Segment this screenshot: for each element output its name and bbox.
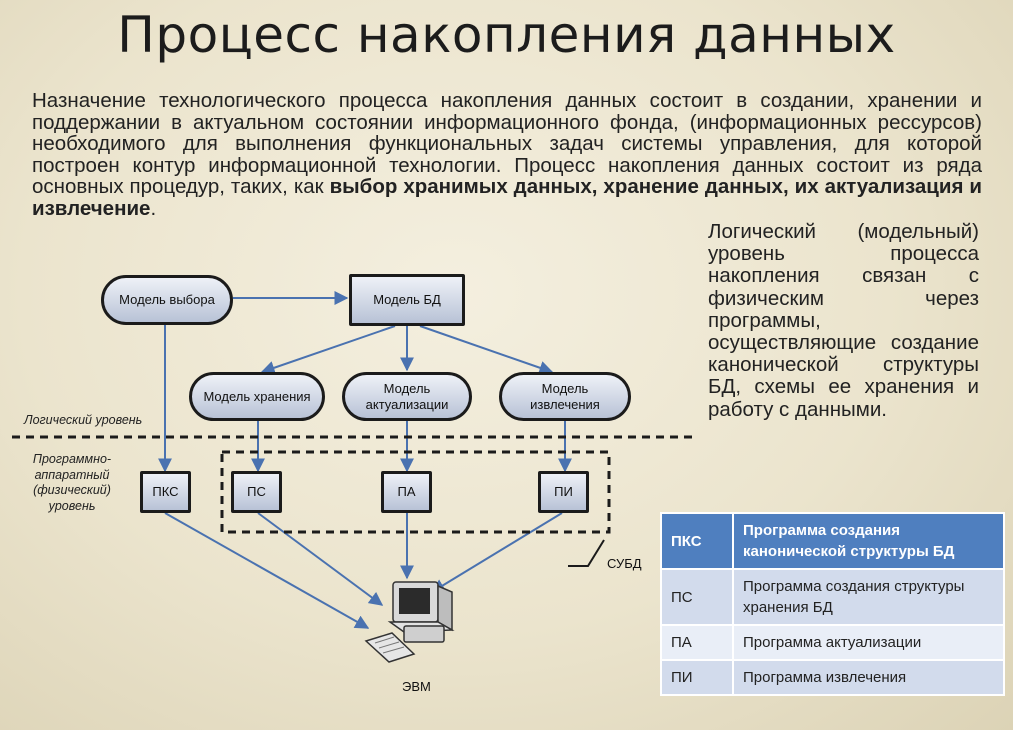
dbms-pointer [568,539,605,567]
legend-abbr: ПА [660,624,734,661]
legend-desc: Программа актуализации [732,624,1005,661]
legend-abbr: ПИ [660,659,734,696]
node-model-extract: Модель извлечения [499,372,631,421]
node-model-select-label: Модель выбора [119,292,215,307]
legend-row: ПКС Программа создания канонической стру… [660,512,1005,570]
node-ps: ПС [231,471,282,513]
arrow-db-to-extract [419,325,554,375]
arrow-db-to-store [260,325,396,375]
node-pks-label: ПКС [152,484,179,499]
intro-text: Назначение технологического процесса нак… [32,89,982,198]
arrow-pi-to-computer [430,512,563,593]
physical-level-label: Программно-аппаратный (физический) урове… [32,452,112,513]
legend-row: ПИ Программа извлечения [660,659,1005,696]
intro-end: . [150,196,157,220]
intro-paragraph: Назначение технологического процесса нак… [32,90,982,219]
computer-label: ЭВМ [402,679,431,694]
legend-desc: Программа извлечения [732,659,1005,696]
node-pi-label: ПИ [554,484,573,499]
side-note: Логический (модельный) уровень процесса … [708,220,979,421]
node-pi: ПИ [538,471,589,513]
node-model-update: Модель актуализации [342,372,472,421]
legend-abbr: ПКС [660,512,734,570]
logical-level-label: Логический уровень [24,413,143,427]
node-model-db-label: Модель БД [373,292,441,307]
node-pks: ПКС [140,471,191,513]
node-model-store: Модель хранения [189,372,325,421]
node-model-update-label: Модель актуализации [365,380,449,412]
node-pa-label: ПА [397,484,416,499]
dbms-boundary [220,450,611,534]
node-model-db: Модель БД [349,274,465,326]
node-model-select: Модель выбора [101,275,233,325]
computer-icon [364,581,455,663]
dbms-label: СУБД [607,556,642,571]
legend-row: ПА Программа актуализации [660,624,1005,661]
legend-desc: Программа создания канонической структур… [732,512,1005,570]
intro-bold-text: выбор хранимых данных, хранение данных, … [32,175,982,220]
arrow-ps-to-computer [257,512,384,606]
node-ps-label: ПС [247,484,266,499]
node-pa: ПА [381,471,432,513]
arrow-pks-to-computer [164,512,370,629]
node-model-store-label: Модель хранения [203,388,311,404]
legend-desc: Программа создания структуры хранения БД [732,568,1005,626]
legend-abbr: ПС [660,568,734,626]
legend-row: ПС Программа создания структуры хранения… [660,568,1005,626]
node-model-extract-label: Модель извлечения [530,380,600,412]
page-title: Процесс накопления данных [117,6,896,64]
legend-table: ПКС Программа создания канонической стру… [660,512,1005,696]
